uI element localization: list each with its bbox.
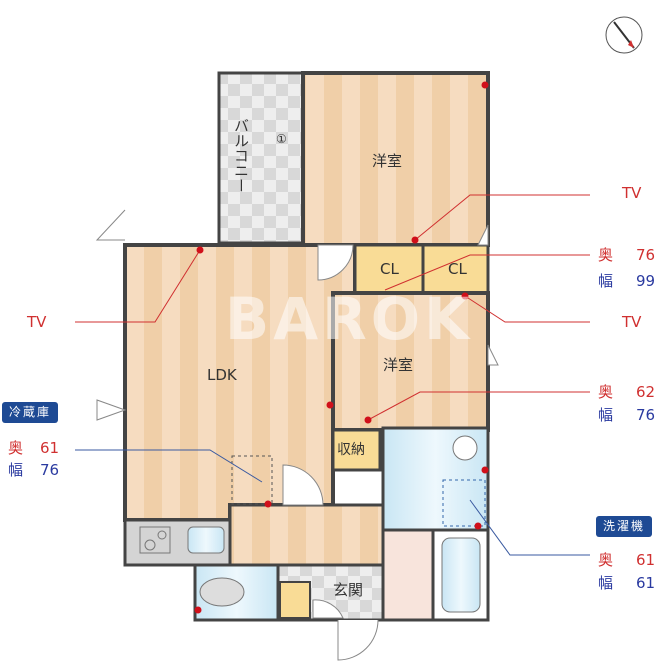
entrance-label: 玄関	[333, 581, 364, 599]
fridge-depth: 61	[40, 439, 60, 457]
western-room-2	[331, 291, 490, 432]
tv-label-left: TV	[27, 313, 47, 331]
stove-icon	[139, 526, 171, 554]
w2-depth-label: 奥	[598, 383, 614, 401]
hallway	[228, 503, 385, 567]
wash-basin-icon	[452, 435, 478, 461]
ldk-label: LDK	[207, 366, 237, 384]
fridge-depth-label: 奥	[8, 439, 24, 457]
tv-label-right: TV	[622, 313, 642, 331]
compass-icon	[605, 16, 643, 54]
outlet-marks	[194, 81, 489, 614]
fridge-badge: 冷蔵庫	[2, 402, 59, 423]
shoe-box	[279, 581, 311, 619]
balcony-label: バルコニー	[232, 118, 250, 193]
doors	[95, 209, 499, 661]
watermark: BAROK	[225, 285, 474, 353]
sink-icon	[187, 526, 225, 554]
western-room-1-label: 洋室	[372, 152, 403, 170]
washer-width-label: 幅	[598, 574, 614, 592]
bathtub-icon	[441, 537, 481, 613]
cl-depth: 76	[636, 246, 656, 264]
washer-badge: 洗濯機	[596, 516, 653, 537]
fridge-space	[231, 455, 273, 505]
storage-label: 収納	[337, 442, 365, 458]
washer-space	[442, 479, 486, 527]
appliance-leader-lines	[75, 449, 590, 556]
closet-2-label: CL	[448, 260, 467, 278]
washer-depth-label: 奥	[598, 551, 614, 569]
fridge-width: 76	[40, 461, 60, 479]
cl-width-label: 幅	[598, 272, 614, 290]
dressing	[381, 528, 435, 622]
balcony	[217, 71, 305, 245]
western-room-2-label: 洋室	[383, 356, 414, 374]
w2-width-label: 幅	[598, 406, 614, 424]
tv-label-top: TV	[622, 184, 642, 202]
leader-lines	[75, 194, 590, 421]
cl-depth-label: 奥	[598, 246, 614, 264]
storage	[331, 428, 382, 472]
cl-width: 99	[636, 272, 656, 290]
toilet-icon	[199, 577, 245, 607]
fridge-width-label: 幅	[8, 461, 24, 479]
w2-width: 76	[636, 406, 656, 424]
washer-width: 61	[636, 574, 656, 592]
w2-depth: 62	[636, 383, 656, 401]
balcony-mark: ①	[276, 132, 287, 146]
washer-depth: 61	[636, 551, 656, 569]
closet-1-label: CL	[380, 260, 399, 278]
